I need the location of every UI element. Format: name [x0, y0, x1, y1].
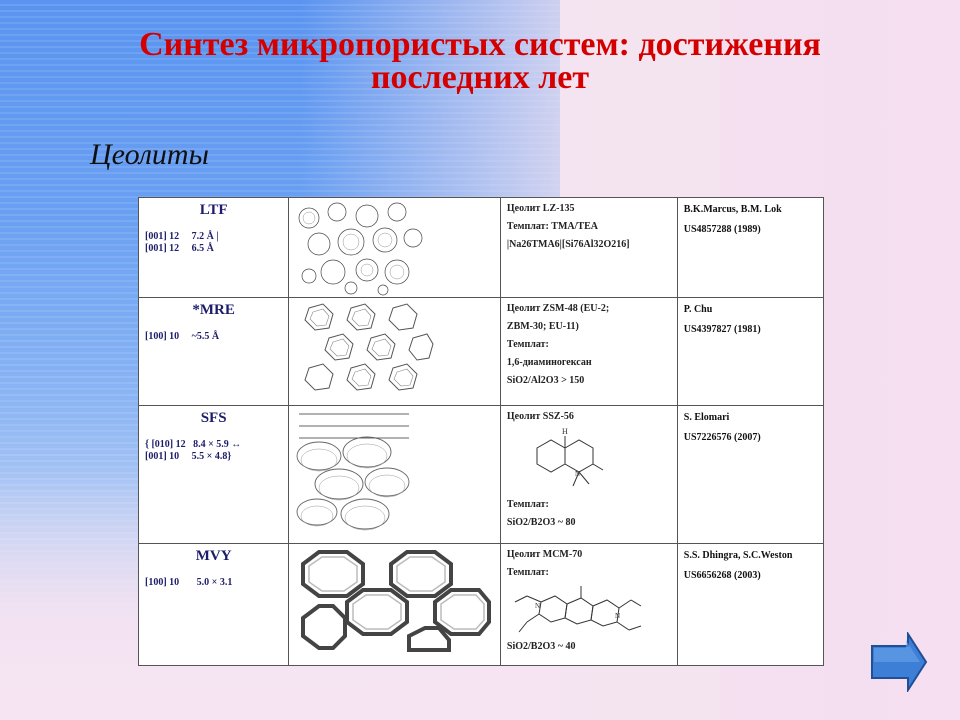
svg-text:N: N [575, 470, 580, 478]
table-row: MVY [100] 10 5.0 × 3.1 [137, 543, 825, 666]
title-line-1: Синтез микропористых систем: достижения [139, 26, 821, 63]
framework-cell: LTF [001] 12 7.2 Å | [001] 12 6.5 Å [137, 197, 290, 298]
zeolite-name: Цеолит MCM-70 [506, 549, 583, 560]
framework-code: LTF [199, 202, 228, 218]
mvy-structure-image [289, 544, 494, 654]
structure-image-cell [288, 297, 501, 406]
framework-cell: SFS { [010] 12 8.4 × 5.9 ↔ [001] 10 5.5 … [137, 405, 290, 544]
mcm70-template-molecule: N N [514, 586, 642, 633]
svg-text:N: N [615, 612, 620, 620]
mre-structure-image [289, 298, 436, 402]
title-line-2: последних лет [370, 59, 590, 96]
zeolite-info-cell: Цеолит SSZ-56 H N Темплат: SiO2/B2O3 ~ 8… [499, 405, 678, 544]
template-text: Темплат: [506, 499, 549, 510]
pore-line: { [010] 12 8.4 × 5.9 ↔ [145, 439, 242, 450]
table-row: *MRE [100] 10 ~5.5 Å [137, 297, 825, 406]
composition-text: |Na26TMA6|[Si76Al32O216] [506, 239, 630, 250]
authors-text: P. Chu [683, 304, 713, 315]
structure-image-cell [288, 197, 501, 298]
framework-code: MVY [195, 548, 232, 564]
authors-text: S. Elomari [683, 412, 730, 423]
structure-image-cell [288, 405, 501, 544]
patent-text: US6656268 (2003) [683, 570, 761, 581]
zeolite-table: LTF [001] 12 7.2 Å | [001] 12 6.5 Å Цеол… [137, 197, 825, 666]
framework-code: SFS [200, 410, 227, 426]
slide-title: Синтез микропористых систем: достижения … [0, 26, 960, 96]
template-compound: 1,6-диаминогексан [506, 357, 592, 368]
pore-line: [100] 10 ~5.5 Å [145, 331, 220, 342]
ratio-text: SiO2/Al2O3 > 150 [506, 375, 585, 386]
framework-cell: *MRE [100] 10 ~5.5 Å [137, 297, 290, 406]
zeolite-name-cont: ZBM-30; EU-11) [506, 321, 579, 332]
zeolite-info-cell: Цеолит ZSM-48 (EU-2; ZBM-30; EU-11) Темп… [499, 297, 678, 406]
pore-line: [001] 10 5.5 × 4.8} [145, 451, 232, 462]
reference-cell: S.S. Dhingra, S.C.Weston US6656268 (2003… [676, 543, 825, 666]
pore-line: [100] 10 5.0 × 3.1 [145, 577, 233, 588]
ratio-text: SiO2/B2O3 ~ 80 [506, 517, 576, 528]
svg-text:N: N [535, 602, 540, 610]
authors-text: S.S. Dhingra, S.C.Weston [683, 550, 793, 561]
sfs-structure-image [289, 406, 420, 540]
pore-line: [001] 12 7.2 Å | [145, 231, 219, 242]
patent-text: US4857288 (1989) [683, 224, 761, 235]
table-row: LTF [001] 12 7.2 Å | [001] 12 6.5 Å Цеол… [137, 197, 825, 298]
zeolite-name: Цеолит LZ-135 [506, 203, 575, 214]
next-slide-button[interactable] [870, 630, 928, 694]
right-arrow-icon [871, 630, 928, 694]
patent-text: US7226576 (2007) [683, 432, 761, 443]
framework-code: *MRE [192, 302, 235, 318]
authors-text: B.K.Marcus, B.M. Lok [683, 204, 782, 215]
reference-cell: P. Chu US4397827 (1981) [676, 297, 825, 406]
zeolite-name: Цеолит SSZ-56 [506, 411, 574, 422]
reference-cell: B.K.Marcus, B.M. Lok US4857288 (1989) [676, 197, 825, 298]
ratio-text: SiO2/B2O3 ~ 40 [506, 641, 576, 652]
svg-text:H: H [562, 427, 568, 436]
framework-cell: MVY [100] 10 5.0 × 3.1 [137, 543, 290, 666]
structure-image-cell [288, 543, 501, 666]
ltf-structure-image [289, 198, 430, 296]
template-text: Темплат: [506, 339, 549, 350]
slide-subtitle: Цеолиты [90, 138, 209, 171]
template-text: Темплат: TMA/TEA [506, 221, 598, 232]
zeolite-info-cell: Цеолит LZ-135 Темплат: TMA/TEA |Na26TMA6… [499, 197, 678, 298]
pore-line: [001] 12 6.5 Å [145, 243, 214, 254]
zeolite-info-cell: Цеолит MCM-70 Темплат: N N SiO2/B2O3 ~ 4… [499, 543, 678, 666]
patent-text: US4397827 (1981) [683, 324, 761, 335]
ssz56-template-molecule: H N [536, 427, 604, 487]
template-text: Темплат: [506, 567, 549, 578]
table-row: SFS { [010] 12 8.4 × 5.9 ↔ [001] 10 5.5 … [137, 405, 825, 544]
reference-cell: S. Elomari US7226576 (2007) [676, 405, 825, 544]
zeolite-name: Цеолит ZSM-48 (EU-2; [506, 303, 610, 314]
